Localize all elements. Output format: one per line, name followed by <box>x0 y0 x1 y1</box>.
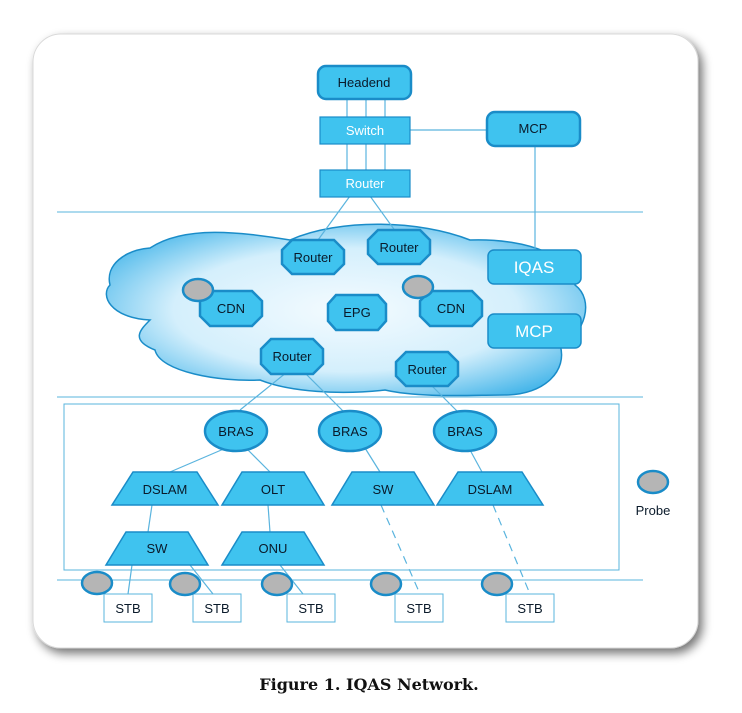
switch-node[interactable]: Switch <box>319 116 411 145</box>
cdn-left-label: CDN <box>217 301 245 316</box>
mcp-top-node[interactable]: MCP <box>485 110 582 148</box>
access-network-frame <box>63 403 620 571</box>
probe-legend: Probe <box>636 469 671 518</box>
sw-mid-label: SW <box>373 482 395 497</box>
stb-5-label: STB <box>517 601 542 616</box>
stb-5-node[interactable]: STB <box>505 593 555 623</box>
stb-3-node[interactable]: STB <box>286 593 336 623</box>
probe-legend-icon <box>636 469 670 495</box>
tier-dividers <box>57 211 643 581</box>
stb-2-node[interactable]: STB <box>192 593 242 623</box>
epg-label: EPG <box>343 305 370 320</box>
probe-icon <box>480 571 514 597</box>
router-top-label: Router <box>345 176 385 191</box>
stb-1-node[interactable]: STB <box>103 593 153 623</box>
probe-icon <box>260 571 294 597</box>
mcp-cloud-node[interactable]: MCP <box>487 313 582 349</box>
olt-label: OLT <box>261 482 285 497</box>
cdn-left-node[interactable]: CDN <box>198 289 264 328</box>
headend-node[interactable]: Headend <box>316 64 413 101</box>
bras-1-label: BRAS <box>218 424 254 439</box>
probe-icon <box>80 570 114 596</box>
bras-2-label: BRAS <box>332 424 368 439</box>
bras-3-label: BRAS <box>447 424 483 439</box>
router-cloud-2-node[interactable]: Router <box>366 228 432 266</box>
router-cloud-2-label: Router <box>379 240 419 255</box>
dslam-left-node[interactable]: DSLAM <box>110 471 220 506</box>
iqas-label: IQAS <box>514 258 555 277</box>
router-top-node[interactable]: Router <box>319 169 411 198</box>
stb-1-label: STB <box>115 601 140 616</box>
stb-4-label: STB <box>406 601 431 616</box>
stb-2-label: STB <box>204 601 229 616</box>
dslam-right-node[interactable]: DSLAM <box>435 471 545 506</box>
switch-label: Switch <box>346 123 384 138</box>
probe-icon <box>401 274 435 300</box>
probe-legend-label: Probe <box>636 503 671 518</box>
cdn-right-node[interactable]: CDN <box>418 289 484 328</box>
stb-4-node[interactable]: STB <box>394 593 444 623</box>
headend-label: Headend <box>338 75 391 90</box>
epg-node[interactable]: EPG <box>326 293 388 332</box>
router-cloud-4-node[interactable]: Router <box>394 350 460 388</box>
router-cloud-1-label: Router <box>293 250 333 265</box>
mcp-top-label: MCP <box>519 121 548 136</box>
onu-node[interactable]: ONU <box>220 531 326 566</box>
router-cloud-4-label: Router <box>407 362 447 377</box>
sw-mid-node[interactable]: SW <box>330 471 436 506</box>
dslam-right-label: DSLAM <box>468 482 513 497</box>
olt-node[interactable]: OLT <box>220 471 326 506</box>
stb-3-label: STB <box>298 601 323 616</box>
router-cloud-1-node[interactable]: Router <box>280 238 346 276</box>
router-cloud-3-node[interactable]: Router <box>259 337 325 376</box>
iqas-node[interactable]: IQAS <box>487 249 582 285</box>
sw-left-node[interactable]: SW <box>104 531 210 566</box>
mcp-cloud-label: MCP <box>515 322 553 341</box>
onu-label: ONU <box>259 541 288 556</box>
sw-left-label: SW <box>147 541 169 556</box>
bras-2-node[interactable]: BRAS <box>317 409 383 453</box>
bras-1-node[interactable]: BRAS <box>203 409 269 453</box>
bras-3-node[interactable]: BRAS <box>432 409 498 453</box>
probe-icon <box>168 571 202 597</box>
dslam-left-label: DSLAM <box>143 482 188 497</box>
cdn-right-label: CDN <box>437 301 465 316</box>
probe-icon <box>181 277 215 303</box>
probe-icon <box>369 571 403 597</box>
figure-caption: Figure 1. IQAS Network. <box>259 675 478 694</box>
router-cloud-3-label: Router <box>272 349 312 364</box>
